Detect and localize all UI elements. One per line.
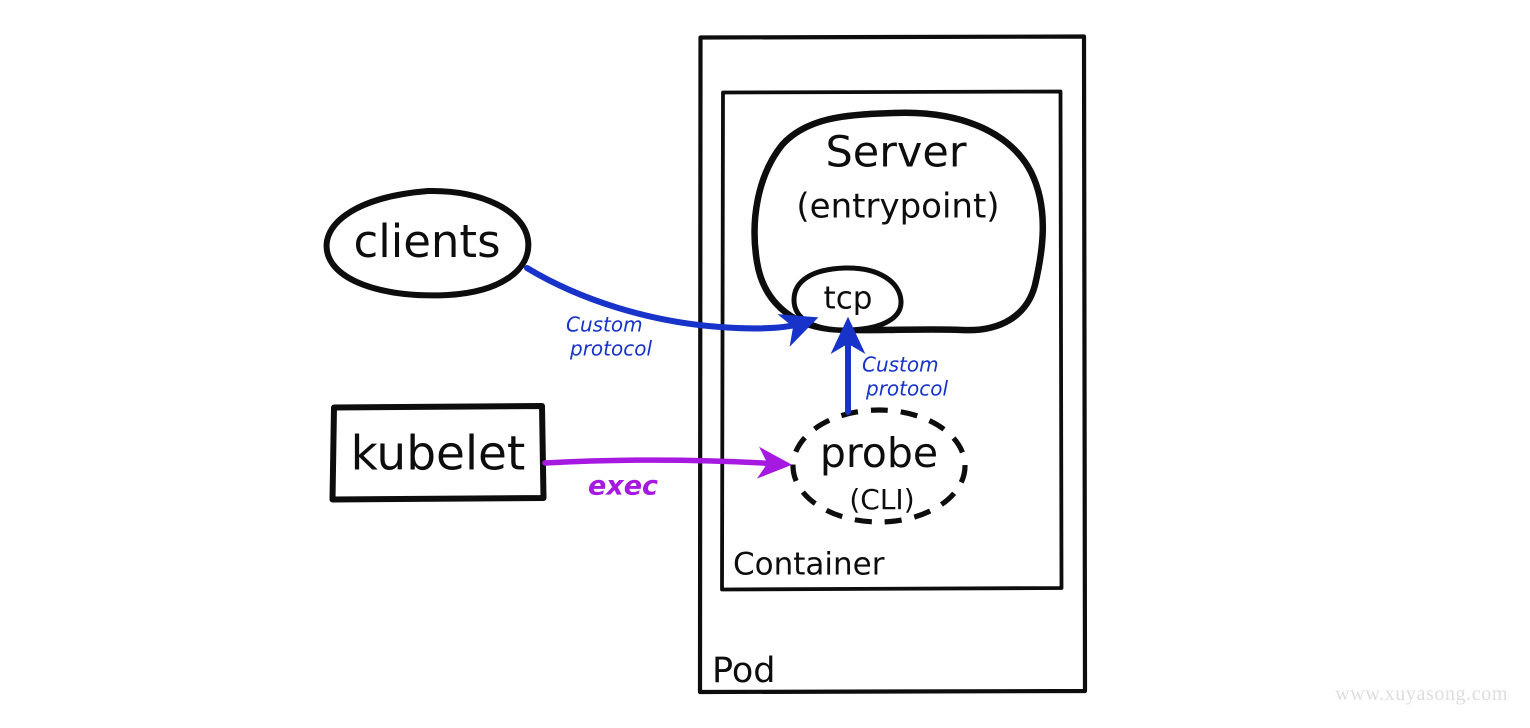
clients-to-tcp-label-line1: Custom [566,313,643,337]
edge-probe-to-tcp[interactable]: Custom protocol [830,316,948,415]
kubelet-boundary [329,403,547,503]
kubelet-group[interactable]: kubelet [329,403,547,503]
edge-clients-to-tcp[interactable]: Custom protocol [524,265,819,361]
probe-group[interactable]: probe (CLI) [790,407,968,525]
tcp-group[interactable]: tcp [791,265,904,333]
kubelet-to-probe-arrow [542,446,793,479]
server-label-primary: Server [825,128,966,178]
tcp-label: tcp [824,281,873,317]
pod-label: Pod [712,651,776,691]
server-label-secondary: (entrypoint) [796,187,999,227]
clients-to-tcp-label-line2: protocol [569,337,652,361]
clients-label: clients [353,215,500,268]
probe-to-tcp-label-line2: protocol [865,377,948,401]
container-label: Container [733,547,885,583]
probe-ellipse-outline [790,407,968,525]
edge-kubelet-to-probe[interactable]: exec [542,446,793,502]
server-blob-outline [751,109,1047,334]
clients-to-tcp-arrow [524,265,819,347]
container-group[interactable]: Container [720,89,1064,592]
site-watermark: www.xuyasong.com [1335,683,1508,705]
pod-boundary [697,34,1088,695]
clients-ellipse-outline [323,187,532,299]
probe-label-secondary: (CLI) [849,483,914,516]
probe-to-tcp-label-line1: Custom [862,353,939,377]
kubelet-label: kubelet [351,427,526,482]
pod-group[interactable]: Pod [697,34,1088,695]
probe-label-primary: probe [820,429,938,477]
container-boundary [720,89,1064,592]
clients-group[interactable]: clients [323,187,532,299]
server-group[interactable]: Server (entrypoint) [751,109,1047,334]
kubelet-to-probe-label: exec [588,471,658,502]
